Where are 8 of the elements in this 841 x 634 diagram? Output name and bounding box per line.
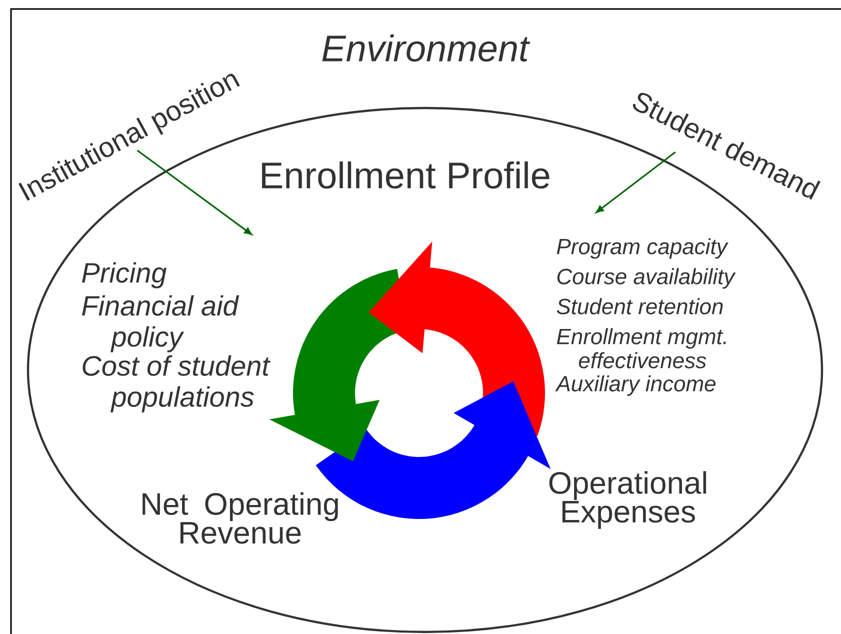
- text-list: Pricing Financial aid policy Cost of student populations: [82, 262, 270, 412]
- cycle-label: Operational Expenses: [549, 471, 706, 529]
- title: Environment: [322, 34, 530, 62]
- cycle-label: Net Operating Revenue: [142, 492, 338, 544]
- arrow: [136, 150, 252, 235]
- arrow: [596, 151, 676, 213]
- text-list: Program capacity Course availability Student retention Enrollment mgmt. effectiveness Auxiliary income: [555, 238, 736, 396]
- heading: Enrollment Profile: [262, 161, 550, 189]
